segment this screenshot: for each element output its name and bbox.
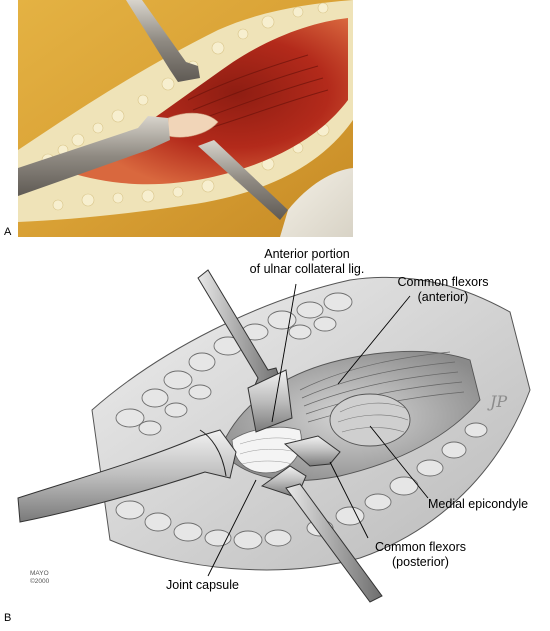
label-joint-capsule-line1: Joint capsule [166,578,239,592]
label-common-flexors-posterior-line2: (posterior) [392,555,449,569]
label-common-flexors-posterior-line1: Common flexors [375,540,466,554]
anatomical-drawing: Anterior portion of ulnar collateral lig… [0,240,550,626]
panel-label-a: A [4,226,12,238]
photo-illustration [18,0,353,237]
leader-ulnar-collateral [271,283,297,423]
leader-flexors-anterior [337,295,411,385]
drawing-illustration [17,269,531,603]
label-common-flexors-posterior: Common flexors (posterior) [368,540,473,570]
label-common-flexors-anterior-line1: Common flexors [397,275,489,289]
label-medial-epicondyle-line1: Medial epicondyle [428,497,529,511]
leader-flexors-posterior [329,461,369,539]
label-ulnar-collateral-line1: Anterior portion [264,247,350,261]
mayo-credit: MAYO ©2000 [30,570,49,586]
mayo-credit-line2: ©2000 [30,578,50,585]
label-medial-epicondyle: Medial epicondyle [428,497,528,512]
mayo-credit-line1: MAYO [30,570,49,577]
label-common-flexors-anterior-line2: (anterior) [417,290,469,304]
label-common-flexors-anterior: Common flexors (anterior) [388,275,498,305]
artist-signature: JP [490,392,508,411]
surgical-photograph [18,0,353,237]
panel-label-b: B [4,612,12,624]
leader-medial-epicondyle [369,425,429,499]
leader-joint-capsule [207,479,257,577]
label-ulnar-collateral: Anterior portion of ulnar collateral lig… [232,247,382,277]
label-ulnar-collateral-line2: of ulnar collateral lig. [249,262,365,276]
label-joint-capsule: Joint capsule [166,578,239,593]
